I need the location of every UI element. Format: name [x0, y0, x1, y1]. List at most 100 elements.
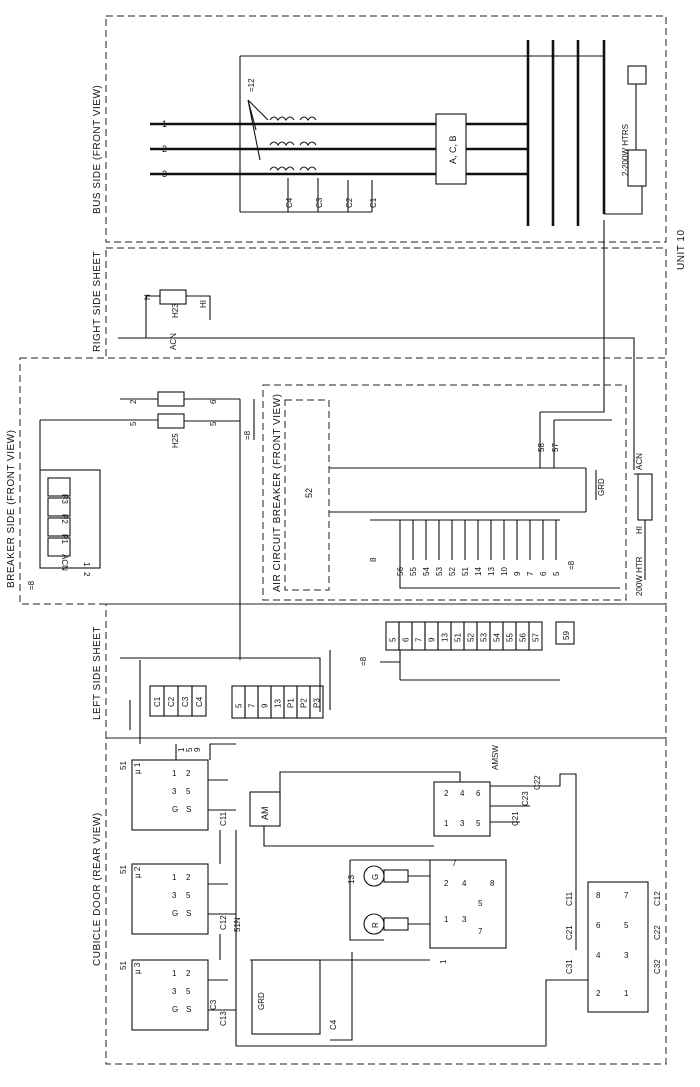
relay-box [131, 759, 209, 831]
ts-pin-1: 1 [624, 989, 629, 998]
relay-wiring [208, 779, 236, 811]
bus-side-wiring [239, 55, 604, 213]
plug-p2 [47, 497, 71, 517]
relay-code: 51 [119, 761, 128, 770]
relay-pin: 5 [186, 787, 191, 796]
air-breaker-frame [262, 384, 627, 601]
right-side-wiring [118, 295, 635, 470]
ground-relay-grd: GRD [257, 992, 266, 1010]
acb-top-58: 58 [537, 443, 546, 452]
plug-row-p3: P3 [60, 494, 69, 504]
cs-pin-3: 3 [462, 915, 467, 924]
strip-terminal-label: 54 [493, 633, 502, 642]
plug-p3 [47, 477, 71, 497]
relay-pin: G [172, 909, 178, 918]
ts-pin-7: 7 [624, 891, 629, 900]
acb-term-51: 51 [461, 567, 470, 576]
ct-lead-c1: C1 [369, 197, 378, 208]
ct-terminal-cell [191, 685, 207, 717]
disc-num-5b: 5 [209, 421, 218, 426]
acb-term-5: 5 [552, 571, 561, 576]
lamp-r-resistor [383, 917, 409, 931]
ground-relay-c4: C4 [329, 1019, 338, 1030]
acb-heater [637, 473, 653, 521]
door-top-term: 5 [185, 747, 194, 752]
test-switch-block [587, 881, 649, 1013]
amsw-pin-6: 6 [476, 789, 481, 798]
strip-terminal-label: 6 [402, 637, 411, 642]
ct-terminal-label: C2 [167, 696, 176, 707]
acb-heater-wires [634, 473, 646, 580]
strip-terminal-label: 13 [441, 633, 450, 642]
test-switch-wiring [235, 830, 588, 1047]
control-switch-wiring [250, 859, 430, 1041]
relay-name: µ 3 [133, 962, 142, 974]
control-terminal-label: P3 [313, 698, 322, 708]
strip-terminal-label: 7 [415, 637, 424, 642]
strip-terminal-cell [528, 621, 543, 651]
left-side-wiring [120, 650, 560, 744]
amsw-pin-1: 1 [444, 819, 449, 828]
ground-relay-label: 51N [233, 917, 242, 932]
control-terminal-label: P1 [287, 698, 296, 708]
bus-heater-2 [627, 149, 647, 187]
plug-p1 [47, 517, 71, 537]
strip-terminal-label: 52 [467, 633, 476, 642]
relay-pin: 5 [186, 891, 191, 900]
ct-phase-3b [299, 166, 317, 171]
acb-term-14: 14 [474, 567, 483, 576]
relay-pin: 2 [186, 873, 191, 882]
cs-pin-4: 4 [462, 879, 467, 888]
acb-term-52: 52 [448, 567, 457, 576]
ct-mark: =12 [247, 78, 256, 92]
acb-term-54: 54 [422, 567, 431, 576]
cs-pin-8: 8 [490, 879, 495, 888]
control-terminal-cell [244, 685, 259, 719]
amsw-pin-3: 3 [460, 819, 465, 828]
h25-label: H25 [171, 433, 180, 448]
right-side-frame [105, 247, 667, 359]
heater-wiring [604, 84, 643, 215]
strip-terminal-label: 53 [480, 633, 489, 642]
relay-box [131, 863, 209, 935]
plug-block [39, 469, 101, 569]
h23-h-left: H [143, 294, 152, 300]
h23-h-right: HI [199, 300, 208, 308]
ts-c11: C11 [565, 891, 574, 906]
right-side-group: H23 H HI ACN [118, 289, 635, 470]
ct-mark-lines [247, 99, 269, 161]
relay-pin: 1 [172, 969, 177, 978]
strip-terminal-label: 57 [532, 633, 541, 642]
ct-terminal-label: C4 [195, 696, 204, 707]
ts-c31: C31 [565, 959, 574, 974]
relay-pin: 1 [172, 873, 177, 882]
breaker-side-group: P3 P2 P1 ACN 1 2 =8 H25 2 6 5 5 =8 [27, 391, 255, 660]
strip-terminal-label: 56 [519, 633, 528, 642]
ct-phase-2b [299, 141, 317, 146]
acb-grd: GRD [597, 478, 606, 496]
plug-acn [47, 537, 71, 557]
acb-top-57: 57 [551, 443, 560, 452]
relay-name: µ 2 [133, 866, 142, 878]
bus-heater-1 [627, 65, 647, 85]
control-terminal-label: 7 [248, 703, 257, 708]
ct-phase-2 [269, 141, 295, 146]
air-breaker-group: 52 56 55 54 53 52 51 14 13 10 9 7 6 5 =8… [284, 220, 653, 596]
acb-terminal-wires [370, 519, 620, 589]
relay-pin: 3 [172, 787, 177, 796]
bus-side-title: BUS SIDE (FRONT VIEW) [92, 85, 103, 214]
ammeter-switch-label: AMSW [491, 745, 500, 770]
disc-eq8: =8 [243, 430, 252, 440]
cubicle-door-title: CUBICLE DOOR (REAR VIEW) [92, 812, 103, 966]
ts-pin-5: 5 [624, 921, 629, 930]
acb-term-13: 13 [487, 567, 496, 576]
cubicle-door-frame [105, 737, 667, 1065]
h23-heater [159, 289, 187, 305]
cs-pin-7b: 7 [478, 927, 483, 936]
spare-label: 59 [562, 631, 571, 640]
strip-terminal-label: 9 [428, 637, 437, 642]
